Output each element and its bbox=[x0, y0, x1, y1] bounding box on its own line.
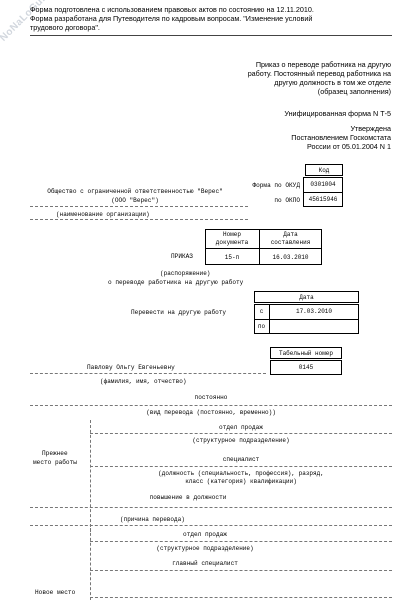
order-date-header-1: Дата bbox=[283, 231, 298, 238]
organization-name-line-2: (ООО "Верес") bbox=[111, 197, 159, 204]
header-divider bbox=[30, 35, 392, 36]
transfer-to-label: по bbox=[257, 323, 266, 330]
transfer-date-header-cell bbox=[254, 291, 359, 303]
order-number: 15-п bbox=[224, 253, 240, 261]
new-department-underline bbox=[90, 541, 392, 542]
sample-title-line-2: работу. Постоянный перевод работника на bbox=[247, 69, 391, 78]
new-position: главный специалист bbox=[172, 560, 238, 567]
sample-title-line-4: (образец заполнения) bbox=[317, 87, 391, 96]
codes-header-cell bbox=[305, 164, 343, 176]
tab-number: 0145 bbox=[298, 364, 314, 371]
okud-label: Форма по ОКУД bbox=[252, 182, 300, 189]
transfer-kind-caption: (вид перевода (постоянно, временно)) bbox=[146, 409, 276, 416]
header-note-line-3: трудового договора". bbox=[30, 23, 100, 32]
organization-underline bbox=[30, 206, 248, 207]
previous-position-underline bbox=[90, 466, 392, 467]
transfer-reason-caption: (причина перевода) bbox=[120, 516, 185, 523]
tab-number-header-cell bbox=[270, 347, 342, 359]
new-department-caption: (структурное подразделение) bbox=[156, 545, 254, 552]
previous-department-caption: (структурное подразделение) bbox=[192, 437, 290, 444]
transfer-reason-underline bbox=[30, 507, 392, 508]
organization-caption: (наименование организации) bbox=[56, 211, 150, 218]
transfer-reason: повышение в должности bbox=[149, 494, 227, 501]
section-divider bbox=[30, 525, 392, 526]
tab-number-header: Табельный номер bbox=[278, 349, 333, 357]
transfer-from-label: с bbox=[259, 308, 264, 315]
new-department: отдел продаж bbox=[183, 531, 227, 538]
employee-underline bbox=[30, 373, 266, 374]
header-note-line-1: Форма подготовлена с использованием прав… bbox=[30, 5, 314, 14]
order-number-header-2: документа bbox=[215, 239, 249, 246]
order-date: 16.03.2010 bbox=[272, 253, 309, 261]
order-subject: о переводе работника на другую работу bbox=[108, 279, 244, 286]
transfer-date-row-divider bbox=[254, 319, 359, 320]
previous-department-underline bbox=[90, 433, 392, 434]
codes-header: Код bbox=[318, 166, 330, 174]
order-label: ПРИКАЗ bbox=[171, 253, 193, 260]
form-number: Унифицированная форма N Т-5 bbox=[284, 109, 391, 118]
tab-number-cell bbox=[270, 360, 342, 375]
transfer-label: Перевести на другую работу bbox=[131, 309, 227, 316]
approval-line-1: Утверждена bbox=[350, 124, 391, 133]
previous-department: отдел продаж bbox=[219, 424, 263, 431]
approval-line-3: России от 05.01.2004 N 1 bbox=[307, 142, 391, 151]
previous-label-1: Прежнее bbox=[42, 450, 68, 457]
new-label: Новое место bbox=[35, 589, 76, 596]
new-position-underline bbox=[90, 570, 392, 571]
previous-label-2: место работы bbox=[33, 459, 77, 466]
previous-bracket bbox=[90, 420, 91, 532]
okpo-value: 45615946 bbox=[308, 196, 338, 203]
employee-caption: (фамилия, имя, отчество) bbox=[100, 378, 187, 385]
sample-title-line-1: Приказ о переводе работника на другую bbox=[255, 60, 391, 69]
previous-position-caption-2: класс (категория) квалификации) bbox=[185, 478, 297, 485]
new-bracket bbox=[90, 528, 91, 600]
transfer-to-date bbox=[269, 319, 359, 334]
organization-name-line-1: Общество с ограниченной ответственностью… bbox=[47, 188, 223, 195]
approval-line-2: Постановлением Госкомстата bbox=[291, 133, 391, 142]
okpo-label: по ОКПО bbox=[274, 197, 300, 204]
header-note-line-2: Форма разработана для Путеводителя по ка… bbox=[30, 14, 313, 23]
transfer-from-date: 17.03.2010 bbox=[295, 308, 332, 315]
order-table-row-divider bbox=[205, 248, 322, 249]
sample-title-line-3: другую должность в том же отделе bbox=[274, 78, 391, 87]
codes-row-divider bbox=[303, 192, 343, 193]
order-type-caption: (распоряжение) bbox=[160, 270, 211, 277]
transfer-date-header: Дата bbox=[299, 293, 314, 301]
transfer-kind: постоянно bbox=[194, 394, 228, 401]
order-date-header-2: составления bbox=[270, 239, 311, 246]
organization-underline-2 bbox=[30, 219, 248, 220]
okud-value: 0301004 bbox=[310, 181, 336, 188]
order-table bbox=[205, 229, 322, 265]
transfer-kind-underline bbox=[30, 405, 392, 406]
employee-name: Павлову Ольгу Евгеньевну bbox=[87, 364, 175, 371]
previous-position: специалист bbox=[222, 456, 260, 463]
new-position-underline-2 bbox=[90, 597, 392, 598]
order-table-col-divider bbox=[259, 229, 260, 265]
previous-position-caption-1: (должность (специальность, профессия), р… bbox=[158, 470, 324, 477]
order-number-header-1: Номер bbox=[222, 231, 241, 238]
